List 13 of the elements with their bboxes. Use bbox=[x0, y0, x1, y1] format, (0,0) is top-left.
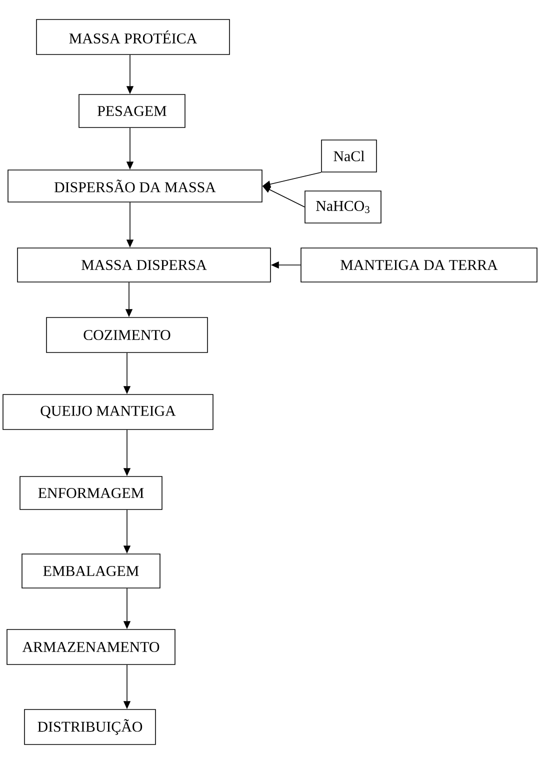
process-box: MASSA PROTÉICA bbox=[36, 19, 230, 55]
process-box: MANTEIGA DA TERRA bbox=[300, 248, 538, 282]
process-box: COZIMENTO bbox=[46, 317, 208, 353]
process-box: NaCl bbox=[321, 140, 377, 172]
process-box: DISPERSÃO DA MASSA bbox=[8, 170, 262, 202]
process-box: NaHCO$_{3}$ bbox=[304, 190, 382, 224]
process-box: PESAGEM bbox=[78, 94, 186, 128]
process-box: EMBALAGEM bbox=[22, 554, 160, 588]
process-box: MASSA DISPERSA bbox=[17, 248, 271, 282]
process-box: QUEIJO MANTEIGA bbox=[2, 394, 214, 430]
process-box: ARMAZENAMENTO bbox=[6, 629, 176, 665]
process-box: DISTRIBUIÇÃO bbox=[24, 709, 156, 745]
process-box: ENFORMAGEM bbox=[20, 476, 162, 510]
